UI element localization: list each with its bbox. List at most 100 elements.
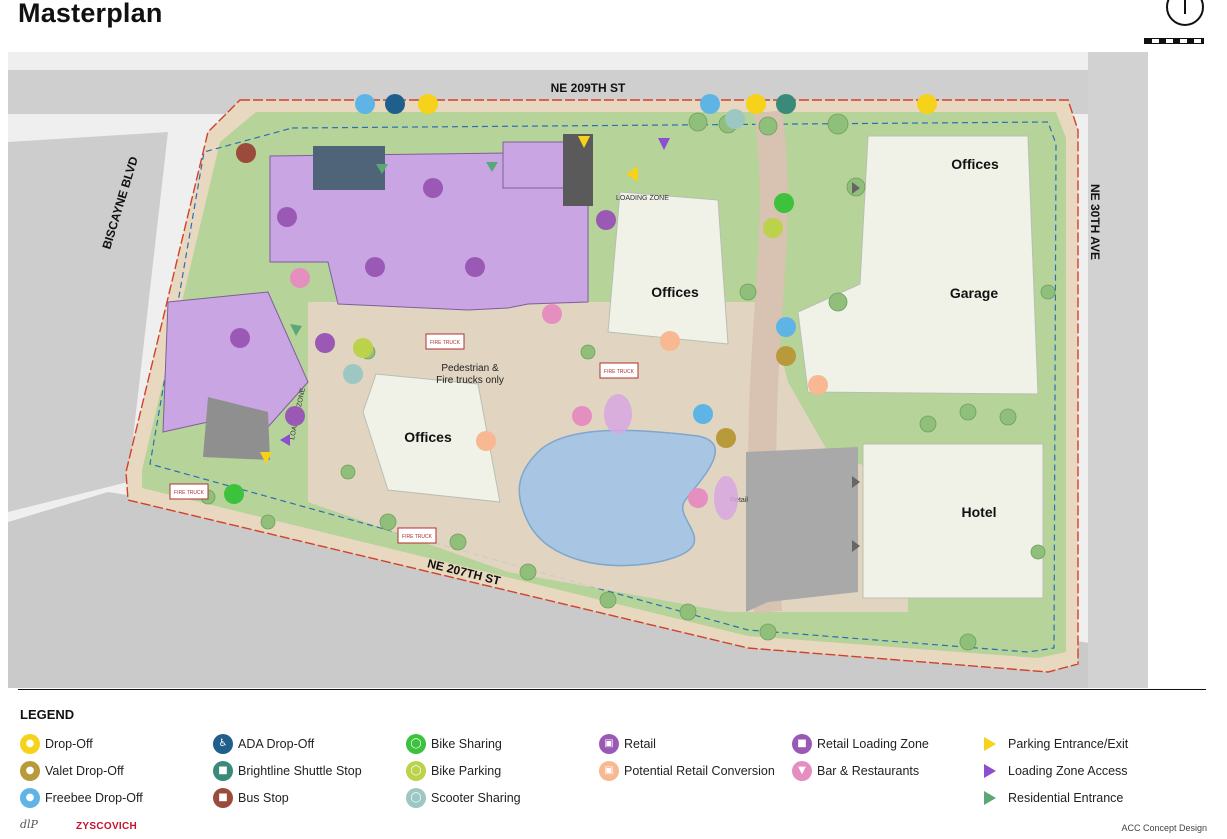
hotel-label: Hotel bbox=[962, 504, 997, 520]
freebee-dropoff-marker[interactable] bbox=[693, 404, 713, 424]
shuttle-stop-marker[interactable] bbox=[776, 94, 796, 114]
legend-label: Valet Drop-Off bbox=[45, 764, 124, 778]
potential-retail-marker[interactable] bbox=[808, 375, 828, 395]
map-markers bbox=[224, 94, 937, 552]
ada-dropoff-marker[interactable] bbox=[385, 94, 405, 114]
freebee-dropoff-marker[interactable] bbox=[776, 317, 796, 337]
bike-icon: ◯ bbox=[406, 761, 426, 781]
potential-retail-marker[interactable] bbox=[660, 331, 680, 351]
bar-marker[interactable] bbox=[572, 406, 592, 426]
residential-entrance-marker bbox=[376, 164, 388, 174]
brand-logo: ZYSCOVICH bbox=[76, 821, 138, 832]
legend-item-bar-restaurants: ▼ Bar & Restaurants bbox=[792, 760, 919, 782]
page-title: Masterplan bbox=[18, 0, 163, 28]
bike-sharing-marker[interactable] bbox=[774, 193, 794, 213]
bar-marker[interactable] bbox=[290, 268, 310, 288]
dropoff-marker[interactable] bbox=[746, 94, 766, 114]
legend-item-dropoff: ● Drop-Off bbox=[20, 733, 93, 755]
offices-garage-building bbox=[797, 135, 1039, 395]
legend-item-ada-dropoff: ♿ ADA Drop-Off bbox=[213, 733, 314, 755]
ramp bbox=[203, 397, 270, 460]
setback-line bbox=[149, 121, 1057, 653]
retail-tower bbox=[502, 141, 566, 189]
retail-loading-marker[interactable] bbox=[596, 210, 616, 230]
dropoff-marker[interactable] bbox=[418, 94, 438, 114]
scooter-icon: ◯ bbox=[406, 788, 426, 808]
offices-west-label: Offices bbox=[404, 429, 452, 445]
road-east bbox=[1088, 52, 1148, 688]
retail-marker[interactable] bbox=[465, 257, 485, 277]
bus-stop-marker[interactable] bbox=[236, 143, 256, 163]
bike-parking-marker[interactable] bbox=[353, 338, 373, 358]
offices-east-label: Offices bbox=[951, 156, 999, 172]
freebee-dropoff-marker[interactable] bbox=[355, 94, 375, 114]
scooter-marker[interactable] bbox=[343, 364, 363, 384]
legend-label: Retail bbox=[624, 737, 656, 751]
loading-access-marker bbox=[280, 434, 290, 446]
entrance-arrow bbox=[852, 182, 860, 194]
offices-center-building bbox=[607, 191, 729, 345]
car-icon: ● bbox=[20, 788, 40, 808]
retail-marker[interactable] bbox=[230, 328, 250, 348]
legend-item-parking-entrance: Parking Entrance/Exit bbox=[980, 733, 1128, 755]
footer-logos: dlP ZYSCOVICH bbox=[20, 818, 137, 838]
legend-label: Bike Sharing bbox=[431, 737, 502, 751]
legend-divider bbox=[18, 689, 1206, 690]
pond bbox=[518, 429, 716, 567]
retail-marker[interactable] bbox=[315, 333, 335, 353]
site-plan: NE 209TH ST BISCAYNE BLVD NE 30TH AVE NE… bbox=[8, 52, 1148, 688]
residential-core bbox=[313, 146, 385, 190]
triangle-icon bbox=[984, 764, 996, 778]
offices-west-building bbox=[362, 373, 501, 503]
legend-item-potential-retail: ▣ Potential Retail Conversion bbox=[599, 760, 775, 782]
legend-label: Brightline Shuttle Stop bbox=[238, 764, 362, 778]
scale-bar bbox=[1144, 38, 1204, 44]
legend-item-bike-sharing: ◯ Bike Sharing bbox=[406, 733, 502, 755]
cocktail-icon: ▼ bbox=[792, 761, 812, 781]
legend-label: Bar & Restaurants bbox=[817, 764, 920, 778]
fire-truck-tag: FIRE TRUCK bbox=[174, 490, 205, 496]
road-west bbox=[8, 132, 168, 512]
legend-item-shuttle-stop: ■ Brightline Shuttle Stop bbox=[213, 760, 362, 782]
entrance-arrow bbox=[852, 540, 860, 552]
service-core bbox=[563, 134, 593, 206]
legend-item-loading-access: Loading Zone Access bbox=[980, 760, 1128, 782]
retail-marker[interactable] bbox=[423, 178, 443, 198]
legend-label: Freebee Drop-Off bbox=[45, 791, 143, 805]
parking-entrance-marker bbox=[626, 166, 638, 182]
fire-truck-tag: FIRE TRUCK bbox=[402, 534, 433, 540]
legend-item-residential-entrance: Residential Entrance bbox=[980, 787, 1123, 809]
potential-retail-marker[interactable] bbox=[476, 431, 496, 451]
north-arrow-icon bbox=[1166, 0, 1204, 26]
legend-label: ADA Drop-Off bbox=[238, 737, 315, 751]
residential-entrance-marker bbox=[486, 162, 498, 172]
dropoff-marker[interactable] bbox=[917, 94, 937, 114]
bike-parking-marker[interactable] bbox=[763, 218, 783, 238]
valet-dropoff-marker[interactable] bbox=[776, 346, 796, 366]
legend-item-scooter-sharing: ◯ Scooter Sharing bbox=[406, 787, 521, 809]
legend-item-valet-dropoff: ● Valet Drop-Off bbox=[20, 760, 124, 782]
parking-entrance-marker bbox=[578, 136, 590, 148]
hotel-building bbox=[862, 443, 1044, 599]
retail-marker[interactable] bbox=[277, 207, 297, 227]
car-icon: ● bbox=[20, 761, 40, 781]
valet-dropoff-marker[interactable] bbox=[716, 428, 736, 448]
scooter-marker[interactable] bbox=[725, 109, 745, 129]
street-label-east: NE 30TH AVE bbox=[1088, 184, 1102, 260]
pedestrian-note-line2: Fire trucks only bbox=[436, 375, 504, 386]
garage-label: Garage bbox=[950, 285, 998, 301]
bike-sharing-marker[interactable] bbox=[224, 484, 244, 504]
retail-podium bbox=[269, 151, 589, 311]
bar-marker[interactable] bbox=[688, 488, 708, 508]
offices-center-label: Offices bbox=[651, 284, 699, 300]
legend-item-freebee-dropoff: ● Freebee Drop-Off bbox=[20, 787, 143, 809]
bar-marker[interactable] bbox=[542, 304, 562, 324]
footer-project-name: ACC Concept Design bbox=[1121, 823, 1207, 833]
shopping-bag-icon: ▣ bbox=[599, 734, 619, 754]
fire-truck-tag: FIRE TRUCK bbox=[604, 369, 635, 375]
freebee-dropoff-marker[interactable] bbox=[700, 94, 720, 114]
retail-loading-marker[interactable] bbox=[285, 406, 305, 426]
retail-kiosk bbox=[714, 476, 738, 520]
bus-icon: ■ bbox=[213, 761, 233, 781]
retail-marker[interactable] bbox=[365, 257, 385, 277]
